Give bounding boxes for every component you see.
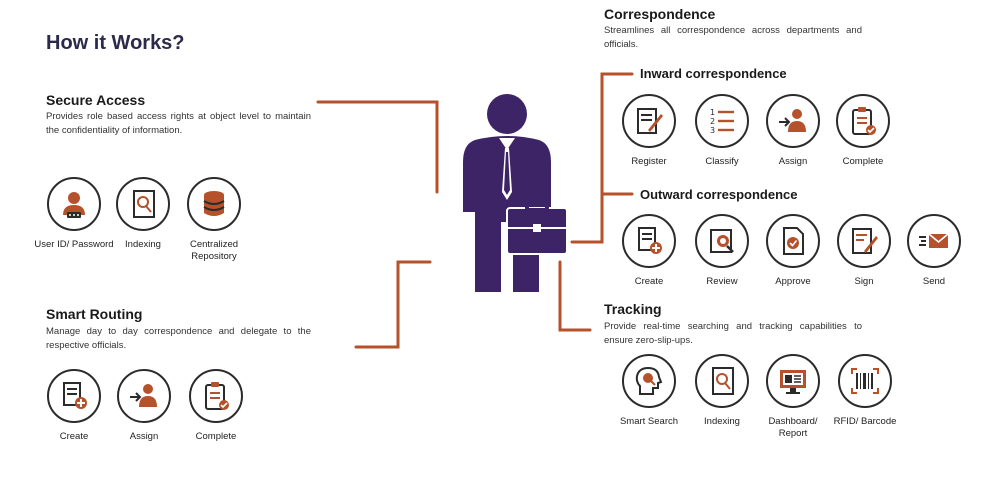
routing-item-create: Create <box>34 369 114 443</box>
smart-routing-desc: Manage day to day correspondence and del… <box>46 326 311 351</box>
item-label: Indexing <box>125 239 161 250</box>
correspondence-title: Correspondence <box>604 6 716 22</box>
secure-item-indexing: Indexing <box>103 177 183 251</box>
outward-item-approve: Approve <box>753 214 833 288</box>
item-label: Centralized Repository <box>189 239 239 262</box>
smart-routing-title: Smart Routing <box>46 306 143 322</box>
send-mail-icon <box>919 233 949 248</box>
item-label: Dashboard/ Report <box>768 416 818 439</box>
assign-icon <box>130 384 157 407</box>
outward-item-sign: Sign <box>824 214 904 288</box>
clipboard-complete-icon <box>205 382 229 410</box>
tracking-item-barcode: RFID/ Barcode <box>825 354 905 428</box>
routing-item-assign: Assign <box>104 369 184 443</box>
page-title: How it Works? <box>46 32 185 54</box>
tracking-item-indexing: Indexing <box>682 354 762 428</box>
item-label: Register <box>631 156 667 167</box>
clipboard-complete-icon <box>852 107 876 135</box>
correspondence-desc: Streamlines all correspondence across de… <box>604 25 862 50</box>
assign-icon <box>779 109 806 132</box>
outward-title: Outward correspondence <box>640 187 798 202</box>
item-label: Review <box>706 276 738 287</box>
item-label: Send <box>922 276 946 287</box>
item-label: Assign <box>778 156 808 167</box>
tracking-desc: Provide real-time searching and tracking… <box>604 321 862 346</box>
smart-search-icon <box>635 366 663 395</box>
item-label: Sign <box>854 276 874 287</box>
inward-item-classify: 1 2 3 Classify <box>682 94 762 168</box>
indexing-icon <box>712 367 734 395</box>
item-label: Complete <box>195 431 237 442</box>
dashboard-icon <box>780 370 806 394</box>
create-doc-icon <box>63 382 87 409</box>
register-icon <box>637 108 663 134</box>
svg-text:2: 2 <box>710 117 715 126</box>
svg-text:3: 3 <box>710 126 715 135</box>
indexing-icon <box>133 190 155 218</box>
secure-item-repository: Centralized Repository <box>174 177 254 263</box>
item-label: Assign <box>129 431 159 442</box>
item-label: Indexing <box>704 416 740 427</box>
inward-title: Inward correspondence <box>640 66 787 81</box>
outward-item-send: Send <box>894 214 974 288</box>
secure-item-user-id: User ID/ Password <box>34 177 114 251</box>
connector-tracking <box>558 260 592 332</box>
outward-item-review: Review <box>682 214 762 288</box>
inward-item-assign: Assign <box>753 94 833 168</box>
item-label: Smart Search <box>619 416 679 427</box>
create-doc-icon <box>638 227 662 254</box>
svg-text:1: 1 <box>710 108 715 117</box>
item-label: Create <box>59 431 89 442</box>
businessman-figure <box>463 94 568 292</box>
item-label: Classify <box>705 156 739 167</box>
barcode-icon <box>851 368 879 394</box>
connector-correspondence <box>570 72 634 244</box>
item-label: Complete <box>842 156 884 167</box>
review-icon <box>710 229 734 253</box>
database-icon <box>203 191 225 216</box>
tracking-title: Tracking <box>604 301 662 317</box>
sign-icon <box>852 228 878 254</box>
item-label: RFID/ Barcode <box>833 416 897 427</box>
secure-access-desc: Provides role based access rights at obj… <box>46 111 311 136</box>
routing-item-complete: Complete <box>176 369 256 443</box>
outward-item-create: Create <box>609 214 689 288</box>
secure-access-title: Secure Access <box>46 92 146 108</box>
user-id-icon <box>63 192 85 218</box>
item-label: Create <box>634 276 664 287</box>
inward-item-register: Register <box>609 94 689 168</box>
approve-icon <box>783 227 804 255</box>
connector-smart-routing <box>354 260 432 349</box>
tracking-item-smart-search: Smart Search <box>609 354 689 428</box>
classify-list-icon: 1 2 3 <box>710 108 734 135</box>
inward-item-complete: Complete <box>823 94 903 168</box>
item-label: Approve <box>775 276 811 287</box>
connector-secure-access <box>316 100 439 194</box>
tracking-item-dashboard: Dashboard/ Report <box>753 354 833 440</box>
item-label: User ID/ Password <box>34 239 114 250</box>
